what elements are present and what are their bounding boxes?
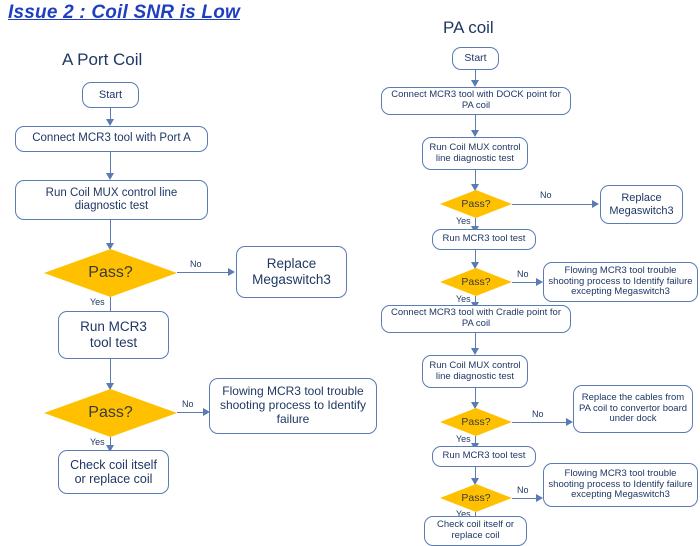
left-connector-2 xyxy=(110,152,112,178)
right-node-replace-megaswitch[interactable]: Replace Megaswitch3 xyxy=(600,185,683,224)
right-node-flowing-trouble-2[interactable]: Flowing MCR3 tool trouble shooting proce… xyxy=(543,463,698,507)
right-connector-2 xyxy=(475,115,477,135)
right-decision-2[interactable]: Pass? xyxy=(440,268,512,296)
right-decision-4[interactable]: Pass? xyxy=(440,484,512,512)
right-connector-5 xyxy=(475,250,477,268)
right-arrowhead-10 xyxy=(471,478,479,485)
left-arrowhead-2 xyxy=(106,173,114,180)
right-connector-8 xyxy=(475,388,477,407)
right-edge-no-4 xyxy=(512,498,538,500)
right-node-flowing-trouble-1[interactable]: Flowing MCR3 tool trouble shooting proce… xyxy=(543,262,698,302)
right-arrowhead-2 xyxy=(471,130,479,137)
left-decision-1[interactable]: Pass? xyxy=(44,249,177,297)
right-column-heading: PA coil xyxy=(443,18,494,37)
page-title: Issue 2 : Coil SNR is Low xyxy=(8,2,240,23)
right-arrowhead-no-3 xyxy=(566,418,573,426)
left-connector-1 xyxy=(110,108,112,124)
left-decision-2-label: Pass? xyxy=(88,404,133,421)
right-arrowhead-no-2 xyxy=(536,278,543,286)
right-decision-2-label: Pass? xyxy=(461,276,491,288)
left-node-check-coil[interactable]: Check coil itself or replace coil xyxy=(58,450,169,494)
left-decision-1-label: Pass? xyxy=(88,264,133,281)
right-decision-1[interactable]: Pass? xyxy=(440,190,512,218)
left-node-start[interactable]: Start xyxy=(82,82,139,108)
right-arrowhead-7 xyxy=(471,348,479,355)
right-node-connect-dock[interactable]: Connect MCR3 tool with DOCK point for PA… xyxy=(381,87,571,115)
left-edge-label-no-1: No xyxy=(190,259,202,269)
right-node-replace-cables[interactable]: Replace the cables from PA coil to conve… xyxy=(573,385,693,433)
right-node-run-mux-1[interactable]: Run Coil MUX control line diagnostic tes… xyxy=(422,137,528,170)
left-arrowhead-no-1 xyxy=(228,268,235,276)
right-connector-7 xyxy=(475,333,477,353)
right-edge-label-yes-3: Yes xyxy=(456,434,471,444)
right-arrowhead-no-4 xyxy=(536,494,543,502)
right-node-run-tool-test-2[interactable]: Run MCR3 tool test xyxy=(432,446,536,467)
right-connector-9 xyxy=(475,436,477,449)
right-arrowhead-5 xyxy=(471,262,479,269)
right-node-check-coil[interactable]: Check coil itself or replace coil xyxy=(424,516,527,546)
right-node-connect-cradle[interactable]: Connect MCR3 tool with Cradle point for … xyxy=(381,305,571,333)
right-decision-1-label: Pass? xyxy=(461,198,491,210)
right-edge-label-yes-2: Yes xyxy=(456,294,471,304)
left-connector-5 xyxy=(110,359,112,389)
right-connector-10 xyxy=(475,467,477,484)
right-edge-no-2 xyxy=(512,282,538,284)
right-edge-label-yes-4: Yes xyxy=(456,509,471,519)
left-connector-3 xyxy=(110,220,112,248)
right-decision-4-label: Pass? xyxy=(461,492,491,504)
right-connector-4 xyxy=(475,218,477,232)
left-node-connect-port-a[interactable]: Connect MCR3 tool with Port A xyxy=(15,126,208,152)
right-arrowhead-no-1 xyxy=(592,200,599,208)
left-arrowhead-no-2 xyxy=(203,408,210,416)
right-edge-label-no-3: No xyxy=(532,409,544,419)
right-arrowhead-3 xyxy=(471,184,479,191)
left-arrowhead-5 xyxy=(106,383,114,390)
left-edge-no-1 xyxy=(177,272,230,274)
right-node-start[interactable]: Start xyxy=(452,47,499,70)
left-edge-label-yes-1: Yes xyxy=(90,297,105,307)
right-arrowhead-8 xyxy=(471,402,479,409)
right-edge-label-no-2: No xyxy=(517,269,529,279)
left-column-heading: A Port Coil xyxy=(62,50,143,69)
left-decision-2[interactable]: Pass? xyxy=(44,389,177,437)
left-edge-label-no-2: No xyxy=(182,399,194,409)
right-node-run-mux-2[interactable]: Run Coil MUX control line diagnostic tes… xyxy=(422,355,528,388)
right-decision-3[interactable]: Pass? xyxy=(440,408,512,436)
right-edge-no-1 xyxy=(512,204,594,206)
right-edge-no-3 xyxy=(512,422,568,424)
right-connector-3 xyxy=(475,170,477,189)
right-node-run-tool-test-1[interactable]: Run MCR3 tool test xyxy=(432,229,536,250)
left-arrowhead-3 xyxy=(106,243,114,250)
left-edge-no-2 xyxy=(177,412,205,414)
left-node-run-tool-test[interactable]: Run MCR3 tool test xyxy=(58,311,169,359)
right-edge-label-no-4: No xyxy=(517,485,529,495)
right-arrowhead-1 xyxy=(471,80,479,87)
left-connector-4 xyxy=(110,297,112,319)
left-node-replace-megaswitch[interactable]: Replace Megaswitch3 xyxy=(236,246,347,298)
left-arrowhead-1 xyxy=(106,119,114,126)
right-connector-1 xyxy=(475,70,477,85)
left-edge-label-yes-2: Yes xyxy=(90,437,105,447)
right-edge-label-no-1: No xyxy=(540,190,552,200)
left-node-flowing-trouble[interactable]: Flowing MCR3 tool trouble shooting proce… xyxy=(209,378,377,434)
right-edge-label-yes-1: Yes xyxy=(456,216,471,226)
left-node-run-mux[interactable]: Run Coil MUX control line diagnostic tes… xyxy=(15,180,208,220)
left-arrowhead-6 xyxy=(106,445,114,452)
right-decision-3-label: Pass? xyxy=(461,416,491,428)
left-connector-6 xyxy=(110,437,112,451)
